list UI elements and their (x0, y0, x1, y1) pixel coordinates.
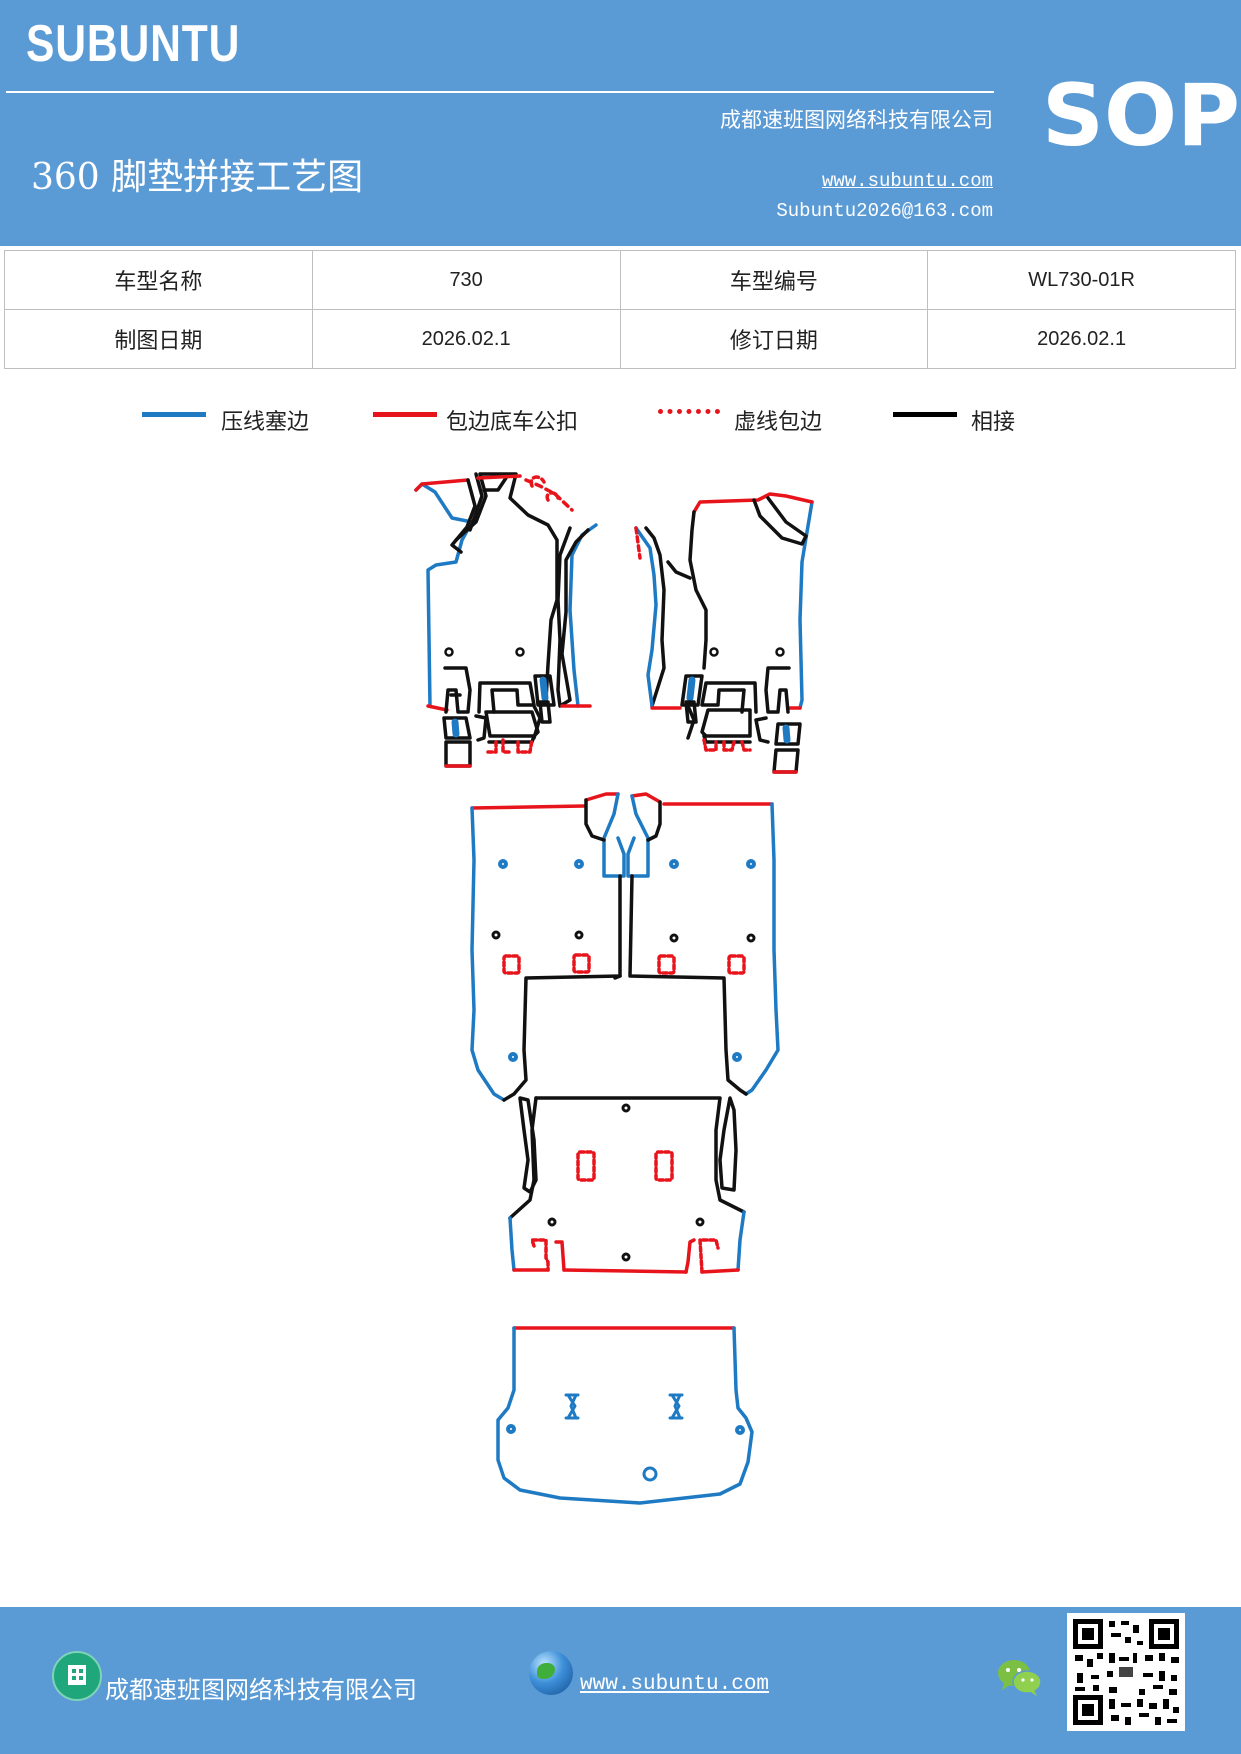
model-name-label: 车型名称 (4, 250, 313, 310)
table-row: 车型名称 730 车型编号 WL730-01R (4, 250, 1236, 310)
header-email[interactable]: Subuntu2026@163.com (776, 200, 993, 222)
front-right-mat (634, 492, 814, 774)
front-left-mat (414, 472, 598, 768)
sop-badge: SOP (1042, 66, 1241, 166)
legend-label: 压线塞边 (221, 410, 310, 435)
draw-date-value: 2026.02.1 (311, 309, 621, 369)
wechat-icon (998, 1660, 1042, 1696)
table-row: 制图日期 2026.02.1 修订日期 2026.02.1 (4, 309, 1236, 369)
legend-label: 包边底车公扣 (446, 410, 579, 435)
floor-mat-diagram (414, 472, 814, 1505)
draw-date-label: 制图日期 (4, 309, 313, 369)
footer-company: 成都速班图网络科技有限公司 (105, 1676, 417, 1704)
footer-url[interactable]: www.subuntu.com (580, 1673, 770, 1696)
legend-swatch-dotted-red (658, 409, 720, 414)
revise-date-label: 修订日期 (619, 309, 929, 369)
legend-swatch-black (893, 412, 957, 417)
header-company: 成都速班图网络科技有限公司 (720, 108, 993, 132)
model-code-value: WL730-01R (927, 250, 1236, 310)
footer: 成都速班图网络科技有限公司 www.subuntu.com (0, 1607, 1241, 1754)
header-url[interactable]: www.subuntu.com (821, 170, 993, 192)
legend-swatch-red (373, 412, 437, 417)
header: SUBUNTU 成都速班图网络科技有限公司 360 脚垫拼接工艺图 www.su… (0, 0, 1241, 246)
globe-icon (529, 1651, 573, 1695)
info-table: 车型名称 730 车型编号 WL730-01R 制图日期 2026.02.1 修… (4, 250, 1236, 369)
model-code-label: 车型编号 (619, 250, 929, 310)
third-row-mat (508, 1096, 746, 1274)
header-divider (6, 91, 994, 93)
brand-logo: SUBUNTU (26, 15, 241, 73)
trunk-mat (496, 1326, 754, 1505)
page-title: 360 脚垫拼接工艺图 (31, 157, 364, 198)
building-icon (52, 1651, 102, 1701)
revise-date-value: 2026.02.1 (927, 309, 1236, 369)
second-row-mat (470, 792, 780, 1102)
legend-label: 相接 (971, 410, 1016, 435)
legend-label: 虚线包边 (734, 410, 823, 435)
legend-swatch-blue (142, 412, 206, 417)
qr-code (1067, 1613, 1185, 1731)
model-name-value: 730 (311, 250, 621, 310)
